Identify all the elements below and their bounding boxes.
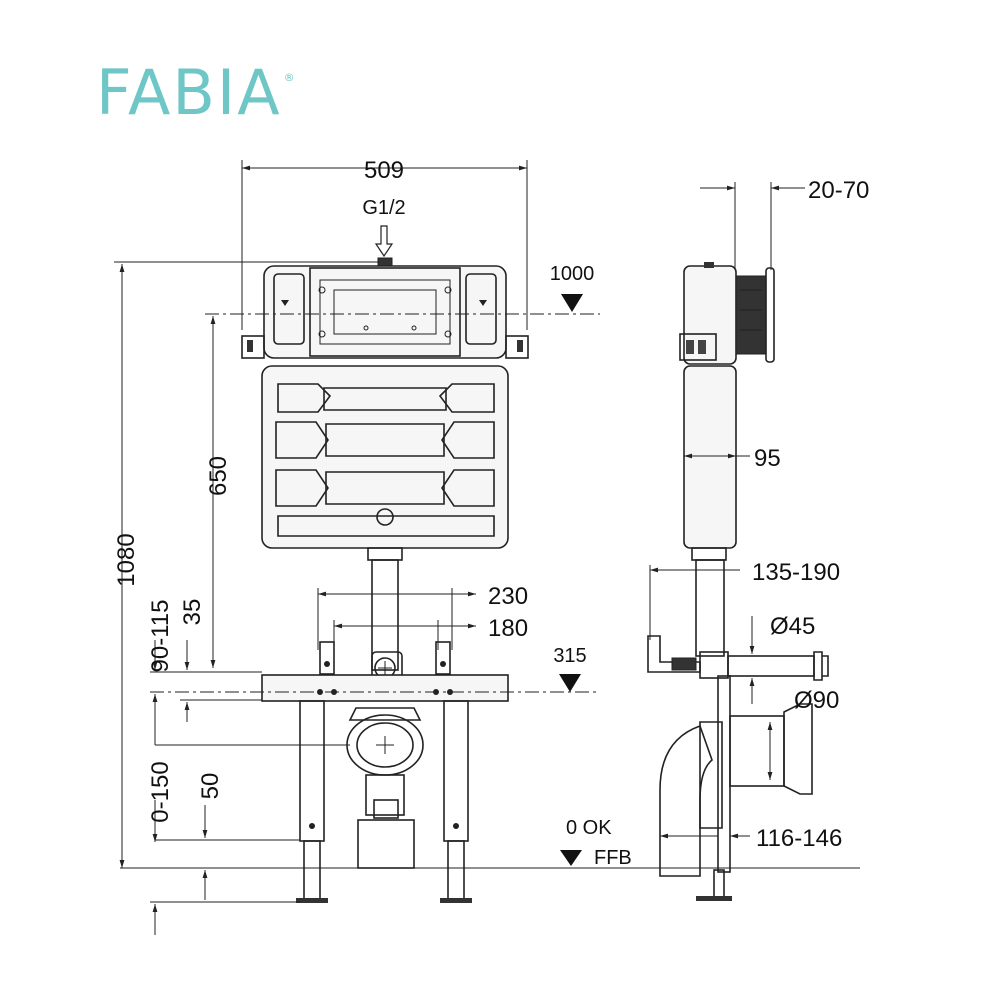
dim-d90: Ø90 (794, 687, 839, 714)
level-marker-icon (561, 294, 583, 312)
dim-509: 509 (364, 157, 404, 184)
dim-35: 35 (179, 599, 206, 626)
side-frame-leg (717, 675, 731, 873)
access-frame (309, 267, 461, 357)
dim-95: 95 (754, 445, 781, 472)
dim-20-70: 20-70 (808, 177, 869, 204)
logo-text: FABIA (96, 56, 282, 129)
dim-d45: Ø45 (770, 613, 815, 640)
ok-label: 0 OK (566, 817, 612, 839)
dim-180: 180 (488, 615, 528, 642)
ffb-label: FFB (594, 847, 632, 869)
dim-230: 230 (488, 583, 528, 610)
dim-650: 650 (205, 456, 232, 496)
dim-135-190: 135-190 (752, 559, 840, 586)
level-1000-label: 1000 (550, 263, 595, 285)
side-drain-bend (729, 715, 785, 787)
cistern-tank (261, 365, 509, 549)
dim-0-150: 0-150 (147, 761, 174, 822)
inlet-label: G1/2 (362, 197, 405, 219)
dim-1080: 1080 (113, 533, 140, 586)
dim-90-115: 90-115 (147, 600, 174, 673)
left-bracket (241, 335, 265, 359)
side-cistern-tank (683, 365, 737, 549)
level-315-marker-icon (559, 674, 581, 692)
mounting-crossbar (261, 674, 509, 702)
level-315-label: 315 (553, 645, 586, 667)
inlet-arrow-icon (374, 225, 394, 258)
flush-plate-frame (735, 275, 767, 355)
side-connector-pipe (727, 655, 815, 677)
dim-50: 50 (197, 773, 224, 800)
front-view: 509 G1/2 1000 (113, 157, 860, 935)
left-leg (299, 700, 325, 842)
side-flush-pipe (695, 559, 725, 657)
dim-116-146: 116-146 (756, 825, 842, 852)
right-bracket (505, 335, 529, 359)
floor-marker-icon (560, 850, 582, 866)
registered-mark: ® (283, 71, 295, 84)
fabia-logo: FABIA® (96, 62, 295, 124)
flush-pipe (371, 559, 399, 671)
right-leg (443, 700, 469, 842)
inlet-valve (377, 257, 393, 267)
side-view: 20-70 95 135-190 Ø45 (647, 177, 869, 901)
